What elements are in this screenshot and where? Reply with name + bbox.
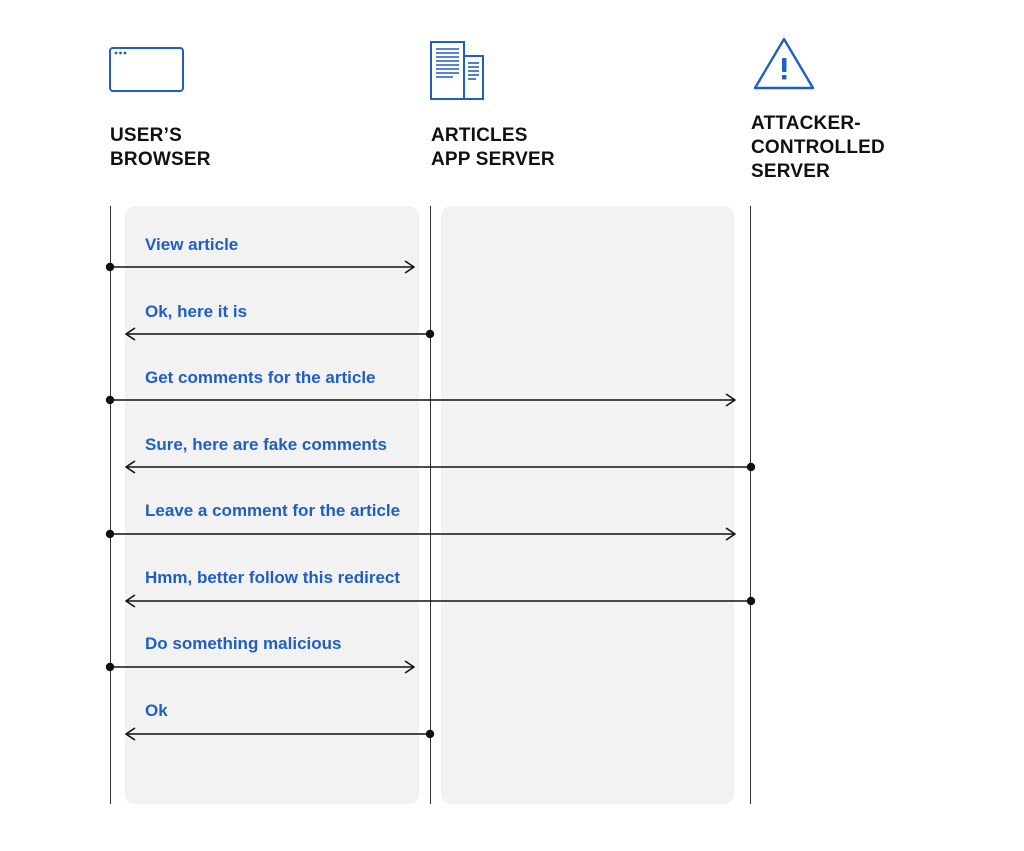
- actor-label-browser: USER’S BROWSER: [110, 125, 211, 170]
- message-arrow: [125, 327, 435, 341]
- arrow-head: [125, 594, 136, 608]
- arrow-head: [125, 327, 136, 341]
- message-label: Ok: [145, 701, 168, 720]
- lifeline-attacker-server: [750, 206, 751, 804]
- message-arrow: [125, 727, 435, 741]
- arrow-head: [404, 660, 415, 674]
- message-label: Ok, here it is: [145, 302, 248, 321]
- arrow-origin-dot: [746, 462, 756, 472]
- message-label: Do something malicious: [145, 634, 342, 653]
- arrow-head: [404, 260, 415, 274]
- lifeline-app-server: [430, 206, 431, 804]
- arrow-head: [125, 460, 136, 474]
- arrow-origin-dot: [425, 729, 435, 739]
- app-server-lane: [441, 206, 734, 804]
- arrow-head: [125, 727, 136, 741]
- message-arrow: [105, 393, 736, 407]
- arrow-origin-dot: [746, 596, 756, 606]
- message-label: Hmm, better follow this redirect: [145, 568, 401, 587]
- document-server-icon: [430, 41, 484, 100]
- message-arrow: [125, 460, 756, 474]
- message-arrow: [105, 527, 736, 541]
- message-arrow: [125, 594, 756, 608]
- message-label: Get comments for the article: [145, 368, 376, 387]
- lifeline-browser: [110, 206, 111, 804]
- arrow-origin-dot: [105, 262, 115, 272]
- actor-label-app-server: ARTICLES APP SERVER: [431, 125, 555, 170]
- arrow-origin-dot: [105, 529, 115, 539]
- arrow-head: [725, 393, 736, 407]
- actor-label-attacker-server: ATTACKER- CONTROLLED SERVER: [751, 113, 885, 182]
- arrow-head: [725, 527, 736, 541]
- arrow-origin-dot: [105, 395, 115, 405]
- arrow-origin-dot: [425, 329, 435, 339]
- browser-window-icon: [109, 47, 184, 92]
- message-arrow: [105, 660, 415, 674]
- message-arrow: [105, 260, 415, 274]
- message-label: View article: [145, 235, 239, 254]
- message-label: Sure, here are fake comments: [145, 435, 387, 454]
- message-label: Leave a comment for the article: [145, 501, 401, 520]
- browser-lane: [125, 206, 419, 804]
- arrow-origin-dot: [105, 662, 115, 672]
- warning-triangle-icon: [753, 37, 815, 90]
